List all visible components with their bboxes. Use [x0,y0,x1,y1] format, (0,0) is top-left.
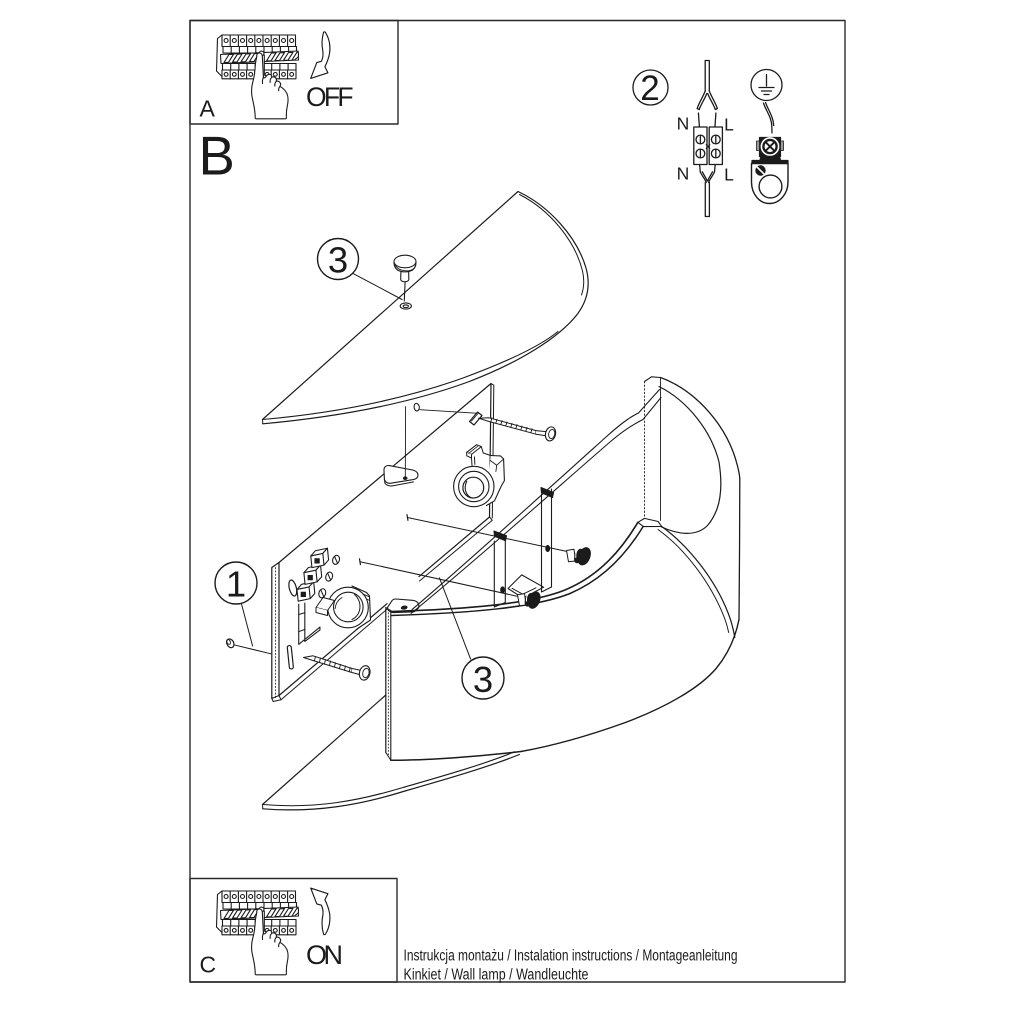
svg-text:B: B [199,126,235,187]
svg-text:A: A [200,96,216,122]
svg-text:L: L [724,165,734,185]
svg-text:3: 3 [328,239,348,280]
svg-text:ON: ON [306,940,343,970]
svg-text:1: 1 [226,563,246,604]
svg-text:N: N [677,114,690,134]
svg-text:N: N [677,164,690,184]
svg-text:OFF: OFF [306,82,354,112]
svg-text:3: 3 [473,659,493,700]
svg-text:L: L [724,115,734,135]
svg-text:C: C [200,952,217,978]
svg-text:2: 2 [640,69,659,108]
svg-text:Kinkiet / Wall lamp / Wandleu: Kinkiet / Wall lamp / Wandleuchte [404,967,589,984]
svg-text:Instrukcja montażu / Instalati: Instrukcja montażu / Instalation instruc… [404,948,738,965]
